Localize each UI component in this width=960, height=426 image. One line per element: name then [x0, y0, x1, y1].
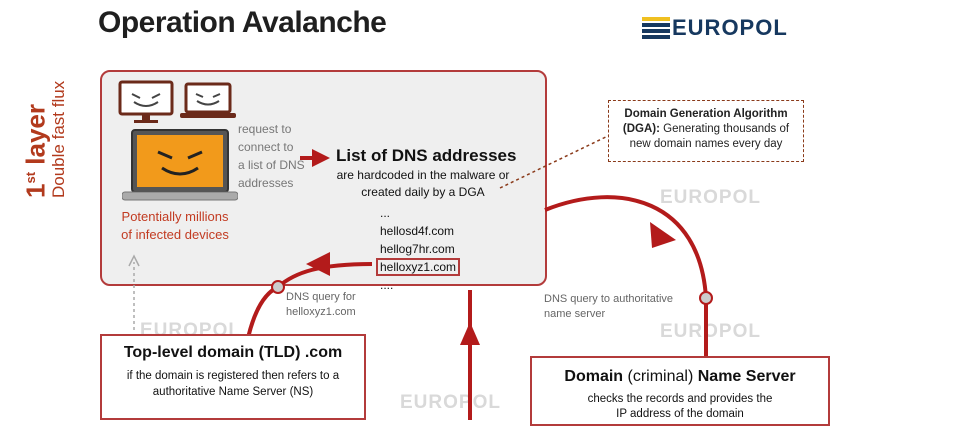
list-item: ...	[380, 206, 391, 220]
list-item: hellosd4f.com	[380, 224, 455, 238]
europol-watermark: EUROPOL	[660, 187, 761, 208]
infected-monitor-icon	[118, 80, 174, 123]
europol-logo-icon	[642, 17, 670, 39]
list-item: hellog7hr.com	[380, 242, 455, 256]
name-server-description: checks the records and provides the IP a…	[587, 393, 773, 420]
ns-query-node	[699, 291, 713, 305]
ns-query-arrowhead	[650, 222, 676, 248]
infected-laptop-small-icon	[180, 82, 236, 118]
list-item-highlighted: helloxyz1.com	[375, 258, 461, 276]
dga-callout: Domain Generation Algorithm (DGA): Gener…	[608, 100, 804, 162]
europol-logo-text: EUROPOL	[672, 15, 788, 40]
infected-laptop-icon	[122, 129, 238, 201]
request-description: request to connect to a list of DNS addr…	[238, 122, 305, 190]
europol-watermark: EUROPOL	[400, 392, 501, 413]
request-arrowhead	[312, 149, 330, 167]
dns-list-subtitle: are hardcoded in the malware or created …	[336, 168, 510, 199]
ns-query-curve	[544, 195, 708, 360]
page-title: Operation Avalanche	[98, 6, 387, 39]
dga-connector	[499, 133, 613, 189]
name-server-title: Domain (criminal) Name Server	[564, 368, 796, 385]
tld-title: Top-level domain (TLD) .com	[123, 344, 343, 361]
list-item: ....	[380, 278, 394, 292]
tld-description: if the domain is registered then refers …	[126, 370, 340, 398]
dns-address-list: ... hellosd4f.com hellog7hr.com helloxyz…	[375, 204, 461, 294]
response-arrowhead	[460, 322, 480, 345]
infected-devices-label: Potentially millions of infected devices	[121, 209, 229, 242]
tld-box: Top-level domain (TLD) .com if the domai…	[100, 334, 366, 420]
tld-query-arrowhead	[306, 252, 330, 276]
tld-query-label: DNS query for helloxyz1.com	[286, 291, 356, 318]
tld-query-node	[271, 280, 285, 294]
europol-watermark: EUROPOL	[660, 321, 761, 342]
ns-query-label: DNS query to authoritative name server	[544, 293, 674, 320]
name-server-box: Domain (criminal) Name Server checks the…	[530, 356, 830, 426]
dns-list-title: List of DNS addresses	[336, 146, 517, 165]
